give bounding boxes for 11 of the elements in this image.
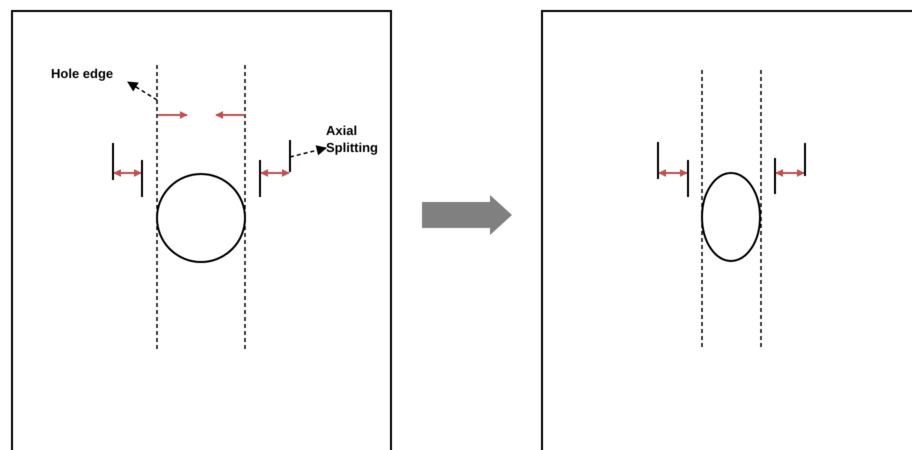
callout-label: Axial Splitting: [326, 122, 390, 156]
splitting-mark-drawing: [259, 140, 291, 197]
figure-panel: [11, 10, 392, 450]
leader-line: [127, 81, 158, 101]
figure-panel: [541, 10, 912, 450]
leader-line: [290, 145, 328, 158]
hole-edge-line: [156, 65, 158, 350]
callout-label: Hole edge: [51, 65, 131, 82]
hole-circle: [156, 173, 246, 263]
hole-ellipse: [701, 172, 761, 262]
block-arrow: [422, 195, 512, 235]
